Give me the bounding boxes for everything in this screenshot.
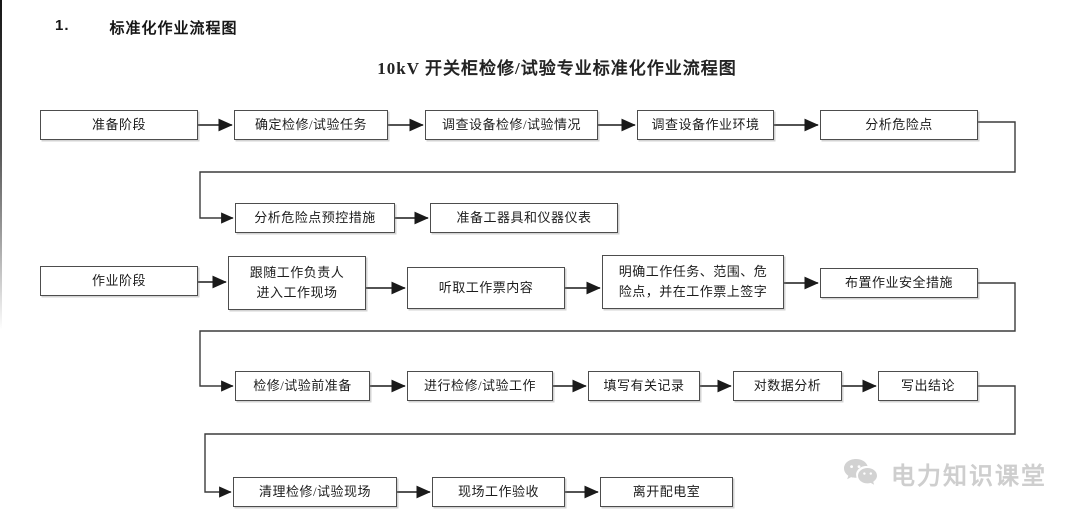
flow-node-analyze-hazards: 分析危险点 bbox=[820, 110, 978, 140]
connector-elbow bbox=[204, 385, 1016, 498]
flow-node-label: 听取工作票内容 bbox=[438, 279, 534, 295]
flow-node-label: 清理检修/试验现场 bbox=[258, 483, 372, 499]
flow-node-label: 填写有关记录 bbox=[603, 377, 685, 393]
connector-elbow bbox=[199, 282, 1016, 392]
flow-node-prepare-tools-instruments: 准备工器具和仪器仪表 bbox=[430, 203, 618, 233]
flow-node-label: 写出结论 bbox=[900, 377, 955, 393]
flow-node-label: 跟随工作负责人 bbox=[249, 264, 345, 280]
flow-node-label: 险点，并在工作票上签字 bbox=[618, 284, 768, 299]
flow-node-clean-site: 清理检修/试验现场 bbox=[233, 477, 397, 507]
flow-node-label: 检修/试验前准备 bbox=[253, 377, 352, 393]
flow-node-label: 对数据分析 bbox=[753, 377, 822, 393]
flow-node-label: 调查设备作业环境 bbox=[651, 116, 760, 132]
flow-node-follow-leader-enter-site: 跟随工作负责人进入工作现场 bbox=[228, 256, 366, 310]
flow-node-pre-work-preparation: 检修/试验前准备 bbox=[235, 371, 370, 401]
flow-node-label: 现场工作验收 bbox=[457, 483, 539, 499]
flow-node-label: 准备阶段 bbox=[91, 116, 146, 132]
flow-node-label: 明确工作任务、范围、危 bbox=[618, 263, 768, 279]
flow-node-leave-distribution-room: 离开配电室 bbox=[600, 477, 733, 507]
flow-node-label: 分析危险点 bbox=[865, 116, 933, 132]
wechat-icon bbox=[842, 457, 882, 490]
flow-node-fill-records: 填写有关记录 bbox=[588, 371, 700, 401]
flow-node-label: 进入工作现场 bbox=[256, 285, 338, 300]
flow-node-listen-work-ticket: 听取工作票内容 bbox=[407, 267, 565, 309]
flow-node-write-conclusion: 写出结论 bbox=[878, 371, 978, 401]
section-number: 1. bbox=[55, 17, 70, 34]
flow-node-arrange-safety-measures: 布置作业安全措施 bbox=[820, 268, 978, 298]
page-edge-artifact bbox=[0, 0, 2, 330]
flow-node-analyze-data: 对数据分析 bbox=[733, 371, 842, 401]
flow-node-site-acceptance: 现场工作验收 bbox=[432, 477, 565, 507]
flow-node-label: 进行检修/试验工作 bbox=[423, 377, 537, 393]
flow-node-stage-work: 作业阶段 bbox=[40, 266, 198, 296]
flow-node-label: 布置作业安全措施 bbox=[844, 274, 953, 290]
section-heading: 1. 标准化作业流程图 bbox=[55, 17, 238, 38]
flow-node-hazard-precontrol-measures: 分析危险点预控措施 bbox=[235, 203, 395, 233]
flow-node-perform-work: 进行检修/试验工作 bbox=[407, 371, 553, 401]
watermark-text: 电力知识课堂 bbox=[891, 463, 1047, 490]
flow-node-label: 作业阶段 bbox=[91, 272, 146, 288]
flowchart-title: 10kV 开关柜检修/试验专业标准化作业流程图 bbox=[377, 59, 737, 78]
flow-node-label: 分析危险点预控措施 bbox=[254, 209, 376, 225]
flow-node-survey-work-environment: 调查设备作业环境 bbox=[637, 110, 774, 140]
flow-node-clarify-tasks-sign-ticket: 明确工作任务、范围、危险点，并在工作票上签字 bbox=[602, 255, 784, 309]
watermark: 电力知识课堂 bbox=[842, 456, 1047, 491]
flow-node-survey-equipment-condition: 调查设备检修/试验情况 bbox=[425, 110, 598, 140]
flow-node-label: 调查设备检修/试验情况 bbox=[441, 116, 582, 132]
flow-node-label: 离开配电室 bbox=[632, 483, 701, 499]
connector-elbow bbox=[199, 121, 1016, 224]
flow-node-stage-prepare: 准备阶段 bbox=[40, 110, 198, 140]
section-heading-text: 标准化作业流程图 bbox=[109, 20, 238, 37]
flow-node-label: 确定检修/试验任务 bbox=[254, 116, 368, 132]
flow-node-task-define: 确定检修/试验任务 bbox=[234, 110, 388, 140]
flow-node-label: 准备工器具和仪器仪表 bbox=[456, 209, 592, 225]
